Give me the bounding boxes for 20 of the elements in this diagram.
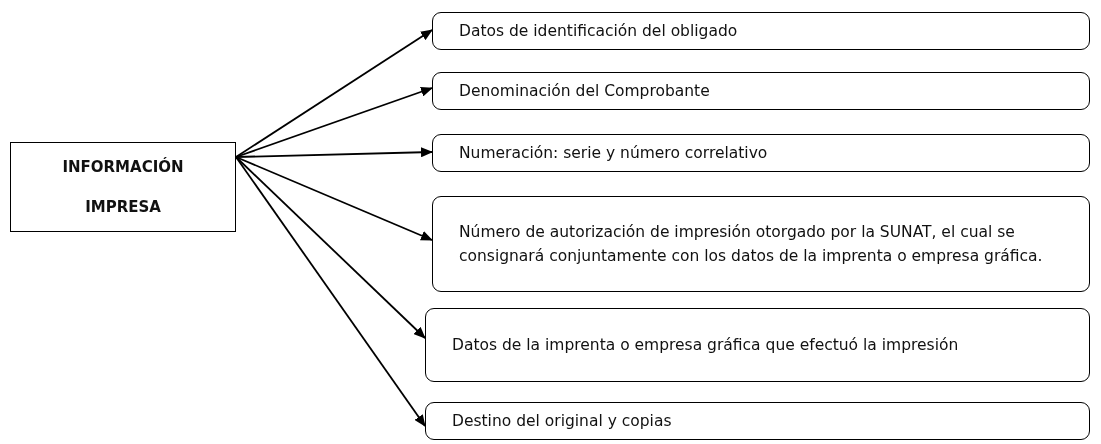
item-box	[432, 12, 1090, 50]
arrow	[235, 147, 433, 158]
item-box	[425, 402, 1090, 440]
arrow	[235, 86, 433, 158]
item-box	[432, 72, 1090, 110]
arrow	[235, 156, 426, 427]
box-text: Datos de la imprenta o empresa gráfica que efectuó la impresión	[452, 335, 959, 356]
item-box	[425, 308, 1090, 382]
box-text: Datos de identificación del obligado	[459, 21, 738, 42]
box-text: Denominación del Comprobante	[459, 81, 710, 102]
arrow	[235, 29, 433, 158]
box-text: Número de autorización de impresión otorgado por la SUNAT, el cual se consignará conjuntamente con los datos de la imprenta o empresa gráfica.	[459, 222, 1044, 267]
item-box	[432, 196, 1090, 292]
box-text: Destino del original y copias	[452, 411, 672, 432]
item-box	[432, 134, 1090, 172]
arrow	[235, 156, 433, 241]
box-title: INFORMACIÓN IMPRESA	[61, 156, 185, 218]
arrow	[235, 156, 426, 339]
box-text: Numeración: serie y número correlativo	[459, 143, 768, 164]
process-box	[10, 142, 236, 232]
